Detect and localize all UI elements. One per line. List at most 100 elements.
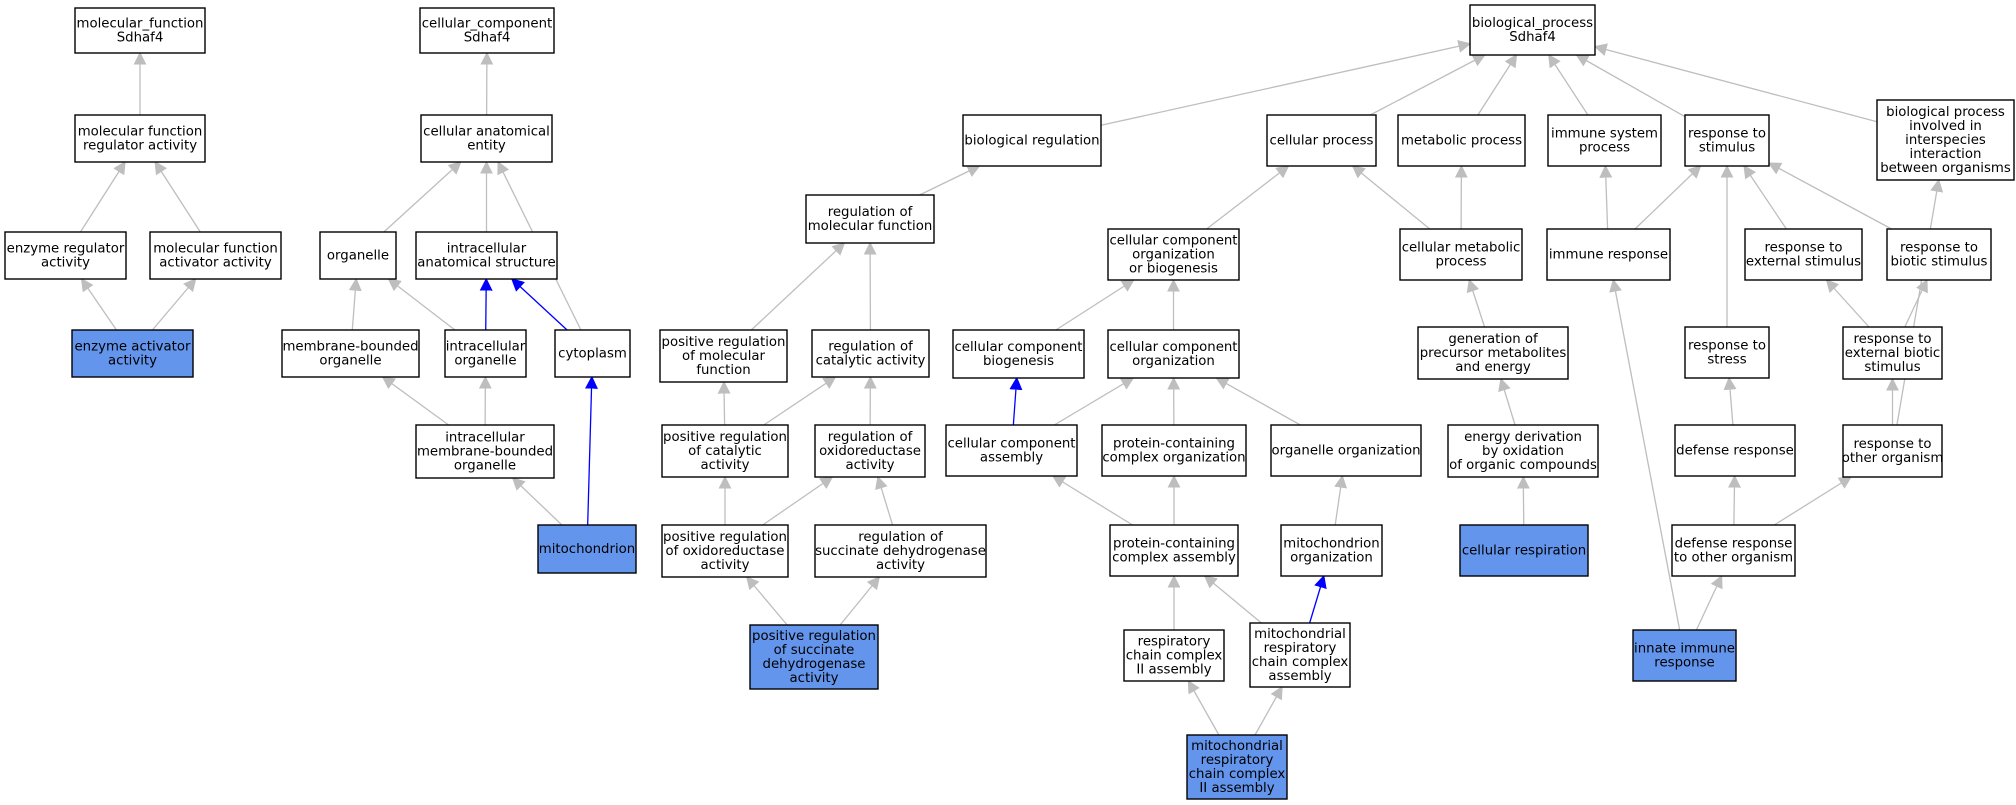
term-label-line: organelle (454, 354, 516, 369)
term-label-line: defense response (1675, 537, 1793, 552)
edge-imbo-to-membrane_bounded (381, 376, 450, 426)
term-label-line: assembly (980, 451, 1043, 466)
edge-arrow (750, 242, 846, 331)
go-term-node-defense-resp[interactable]: defense response (1674, 424, 1796, 477)
edge-arrow (1254, 685, 1283, 736)
term-label-line: molecular_function (77, 17, 204, 32)
edges-layer (79, 39, 1944, 736)
term-label-line: of catalytic (688, 444, 762, 459)
term-label-line: stress (1707, 353, 1746, 368)
edge-arrow (1723, 376, 1737, 426)
edge-enzyme_activator-to-mf_activator (151, 278, 197, 331)
term-box (1101, 424, 1247, 477)
term-label-line: mitochondrion (1283, 537, 1379, 552)
edge-arrow (151, 278, 197, 331)
edge-mrcc_assembly-to-mito_org (1309, 574, 1327, 624)
edge-arrow (1466, 278, 1486, 328)
edge-immune_sys-to-bp_root (1548, 53, 1589, 116)
term-box (1123, 629, 1225, 682)
term-label-line: to other organism (1674, 551, 1793, 566)
term-label-line: activity (700, 558, 749, 573)
go-term-node-mitochondrion[interactable]: mitochondrion (537, 524, 637, 574)
edge-arrow (1599, 164, 1613, 230)
term-label-line: respiratory (1264, 641, 1337, 656)
term-box (811, 329, 930, 378)
term-label-line: entity (467, 139, 506, 154)
go-term-node-metab-proc[interactable]: metabolic process (1397, 114, 1526, 167)
go-term-node-cytoplasm[interactable]: cytoplasm (554, 329, 631, 378)
highlighted-term-box (1632, 629, 1737, 682)
edge-arrow (1575, 54, 1686, 118)
term-box (661, 524, 789, 578)
term-label-line: cytoplasm (558, 347, 627, 362)
edge-mrcc2_assembly-to-rc2_assembly (1187, 679, 1220, 736)
go-term-node-bio-reg[interactable]: biological regulation (962, 114, 1102, 167)
go-term-node-cell-proc[interactable]: cellular process (1266, 114, 1377, 167)
term-label-line: assembly (1268, 669, 1331, 684)
edge-arrow (875, 475, 894, 526)
term-label-line: chain complex (1126, 649, 1223, 664)
edge-cc_assembly-to-cc_biogenesis (1009, 376, 1023, 426)
term-box (74, 7, 206, 54)
edge-arrow (1206, 165, 1290, 230)
edge-pc_assembly-to-cc_assembly (1051, 475, 1133, 526)
go-term-node-immune-resp[interactable]: immune response (1546, 228, 1671, 281)
term-label-line: activity (789, 671, 838, 686)
term-label-line: stimulus (1864, 360, 1920, 375)
term-label-line: precursor metabolites (1420, 346, 1567, 361)
go-term-node-organelle-org[interactable]: organelle organization (1270, 424, 1422, 477)
go-term-node-cell-resp[interactable]: cellular respiration (1459, 524, 1589, 577)
term-box (1399, 228, 1523, 281)
term-label-line: response to (1688, 339, 1766, 354)
edge-pos_reg_mf-to-reg_mf (750, 242, 846, 331)
term-box (1266, 114, 1377, 167)
edge-cc_biogenesis-to-ccob (1055, 279, 1135, 331)
term-label-line: cellular component (947, 437, 1075, 452)
edge-bio_reg-to-bp_root (1100, 39, 1472, 126)
go-term-node-organelle[interactable]: organelle (319, 231, 397, 280)
